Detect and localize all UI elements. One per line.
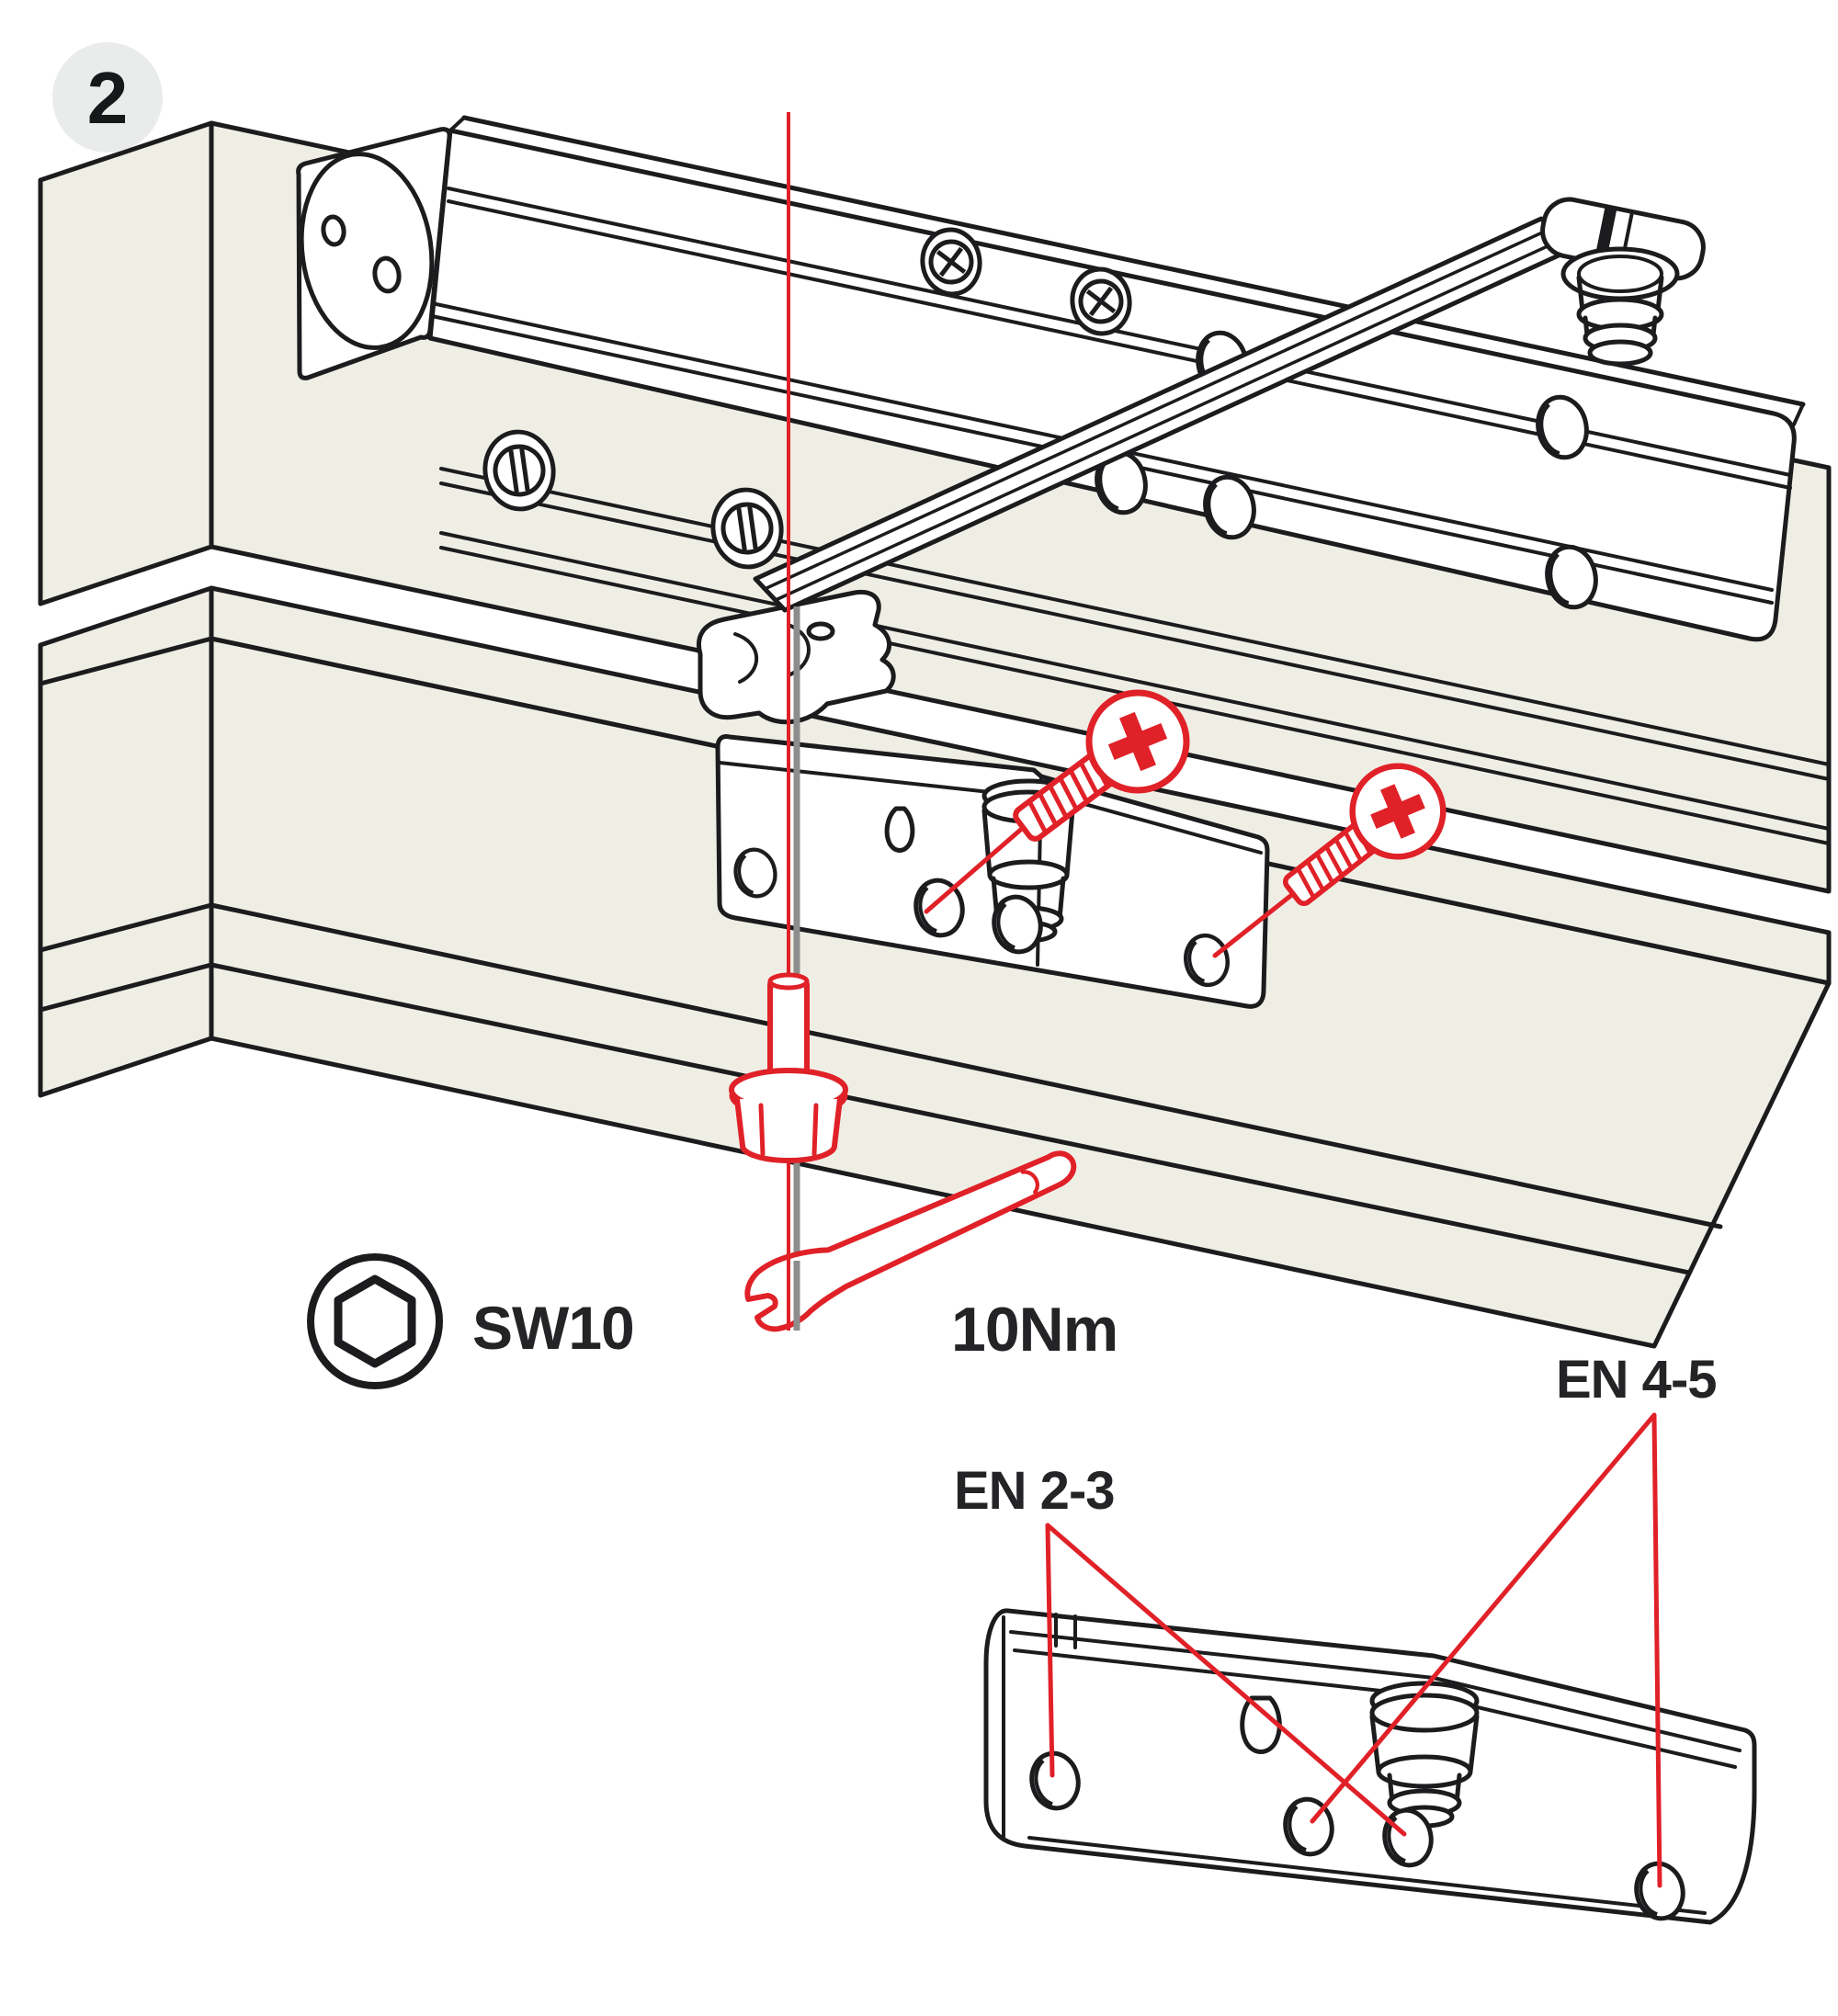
bolt-hex-head	[734, 1096, 843, 1163]
door-end-face	[38, 585, 214, 1098]
en-leader-lines	[1045, 1412, 1662, 1888]
en23-leader-vertical	[1045, 1523, 1055, 1778]
arm-pivot-cylinder	[1560, 246, 1680, 367]
bolt-hex-facets	[758, 1103, 819, 1157]
end-cap-disc	[299, 152, 435, 350]
step-number: 2	[87, 57, 129, 139]
badge-circle	[52, 42, 163, 153]
socket-callout: SW10	[307, 1253, 635, 1389]
en-range-low-label: EN 2-3	[954, 1461, 1115, 1521]
fixing-screws	[924, 674, 1461, 958]
detail-boss	[1369, 1681, 1480, 1829]
scissor-arm	[753, 197, 1706, 613]
en-range-high-label: EN 4-5	[1556, 1350, 1717, 1410]
arm-edge-line	[763, 227, 1552, 591]
en45-leader-vertical	[1651, 1412, 1662, 1888]
detail-bracket	[983, 1608, 1757, 1925]
closer-top-face-edges	[448, 116, 1805, 426]
detail-tab	[1240, 1695, 1282, 1754]
wrench-body	[744, 1150, 1077, 1332]
end-cap-hole	[372, 255, 402, 294]
slide-channel-rails	[439, 467, 1831, 845]
open-end-wrench-icon	[744, 1150, 1077, 1332]
screw-leader-line	[1212, 890, 1297, 958]
torque-label: 10Nm	[951, 1295, 1118, 1365]
en45-leader-diagonal	[1310, 1412, 1657, 1824]
hex-socket-icon	[307, 1253, 443, 1389]
wrench-detail	[1020, 1170, 1039, 1195]
frame-end-face	[38, 120, 214, 606]
pinion-pin	[806, 621, 835, 641]
bolt-shank	[767, 977, 810, 1080]
socket-size-label: SW10	[472, 1294, 634, 1362]
bolt-shank-top	[767, 972, 810, 991]
arm-edge-line	[774, 238, 1563, 602]
bracket-tab	[884, 806, 915, 853]
door-edge-lines	[38, 636, 1723, 1275]
detail-bracket-plate	[983, 1608, 1757, 1925]
step-number-badge: 2	[52, 42, 163, 153]
axis-overlay	[787, 1248, 800, 1331]
hex-flange-bolt-icon	[729, 972, 848, 1163]
screw-leader-line	[924, 824, 1027, 914]
closer-top-back-edge	[461, 115, 1806, 407]
end-cap-hole	[321, 214, 346, 247]
